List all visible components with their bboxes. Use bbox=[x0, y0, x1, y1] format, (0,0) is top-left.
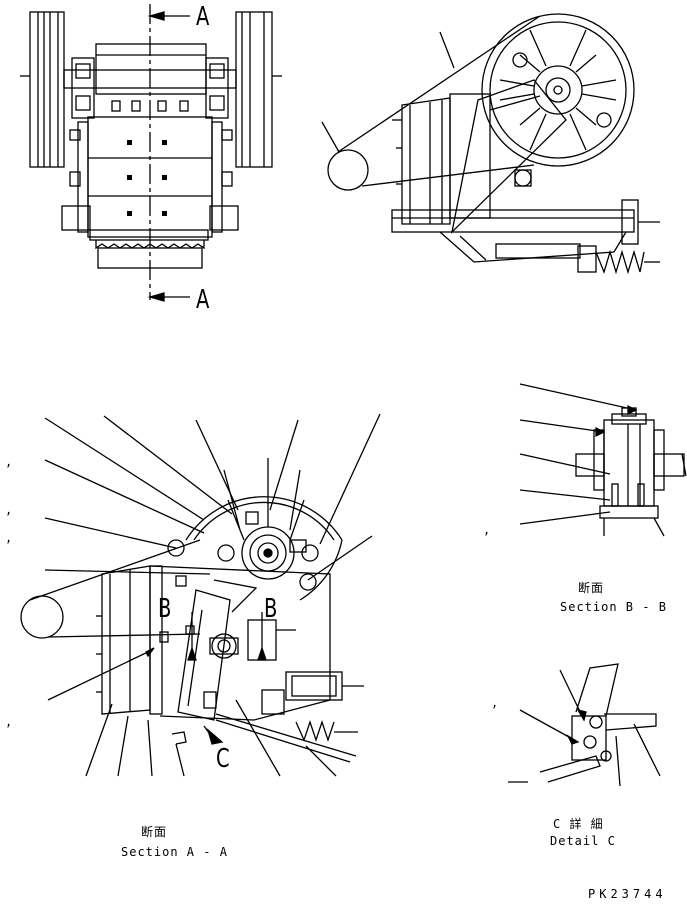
stray-mark: , bbox=[5, 531, 13, 545]
side-view bbox=[321, 13, 660, 275]
detail-c-view bbox=[508, 663, 661, 787]
section-bb-jp-label: 断面 bbox=[578, 581, 605, 595]
detail-c-en-label: Detail C bbox=[550, 834, 616, 848]
section-marker-b-left: B bbox=[158, 594, 172, 624]
stray-mark: , bbox=[483, 523, 491, 537]
stray-mark: , bbox=[5, 455, 13, 469]
section-bb-view bbox=[519, 383, 687, 537]
section-marker-b-right: B bbox=[264, 594, 278, 624]
section-marker-a-top: A bbox=[196, 2, 210, 32]
detail-c-jp-label: C 詳 細 bbox=[553, 817, 604, 831]
drawing-id: PK23744 bbox=[588, 887, 667, 901]
section-aa-jp-label: 断面 bbox=[141, 825, 168, 839]
detail-marker-c: C bbox=[216, 744, 230, 774]
plan-view bbox=[20, 4, 282, 302]
section-aa-view bbox=[20, 413, 381, 777]
stray-mark: , bbox=[5, 715, 13, 729]
stray-mark: , bbox=[5, 503, 13, 517]
section-marker-a-bottom: A bbox=[196, 285, 210, 315]
stray-mark: , bbox=[491, 696, 499, 710]
section-bb-en-label: Section B - B bbox=[560, 600, 667, 614]
section-aa-en-label: Section A - A bbox=[121, 845, 228, 859]
